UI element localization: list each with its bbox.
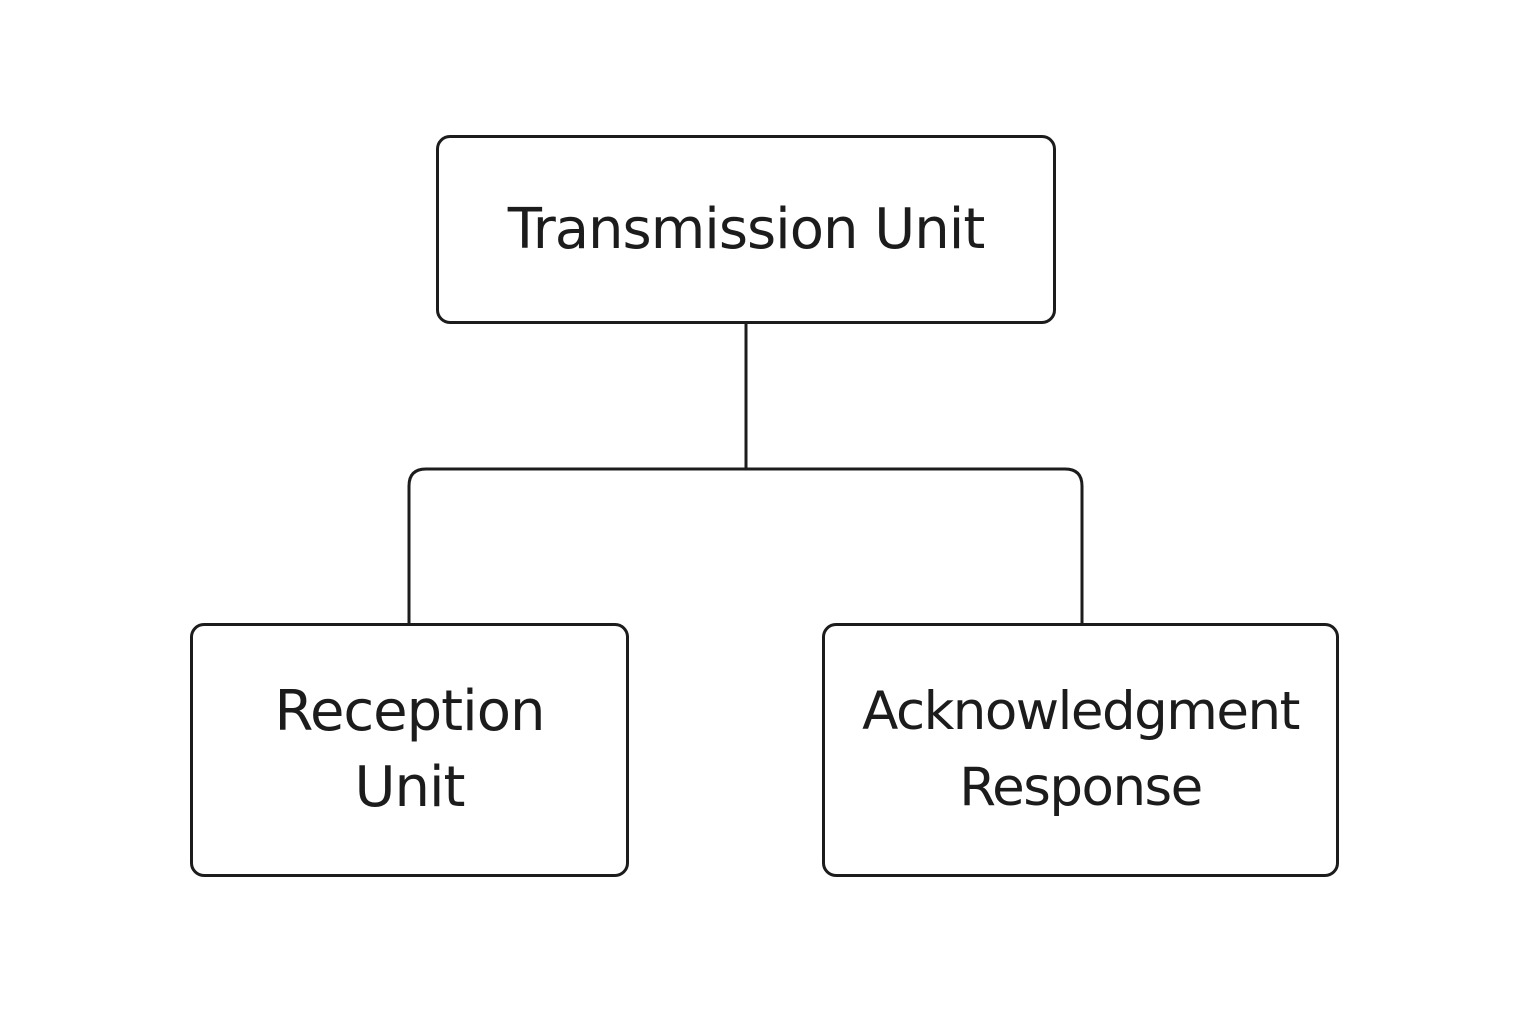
connector-to-reception-unit: [407, 467, 746, 623]
reception-unit-label-line-1: Reception: [274, 679, 546, 744]
acknowledgment-response-label-line-1: Acknowledgment: [862, 681, 1300, 742]
acknowledgment-response-box: Acknowledgment Response: [822, 623, 1339, 877]
acknowledgment-response-label-line-2: Response: [959, 757, 1203, 818]
reception-unit-label-line-2: Unit: [354, 755, 466, 820]
acknowledgment-response-label: Acknowledgment Response: [862, 674, 1300, 826]
reception-unit-label: Reception Unit: [274, 674, 546, 826]
transmission-unit-label: Transmission Unit: [507, 196, 986, 262]
transmission-unit-box: Transmission Unit: [436, 135, 1056, 324]
connector-to-acknowledgment-response: [746, 467, 1084, 623]
reception-unit-box: Reception Unit: [190, 623, 629, 877]
